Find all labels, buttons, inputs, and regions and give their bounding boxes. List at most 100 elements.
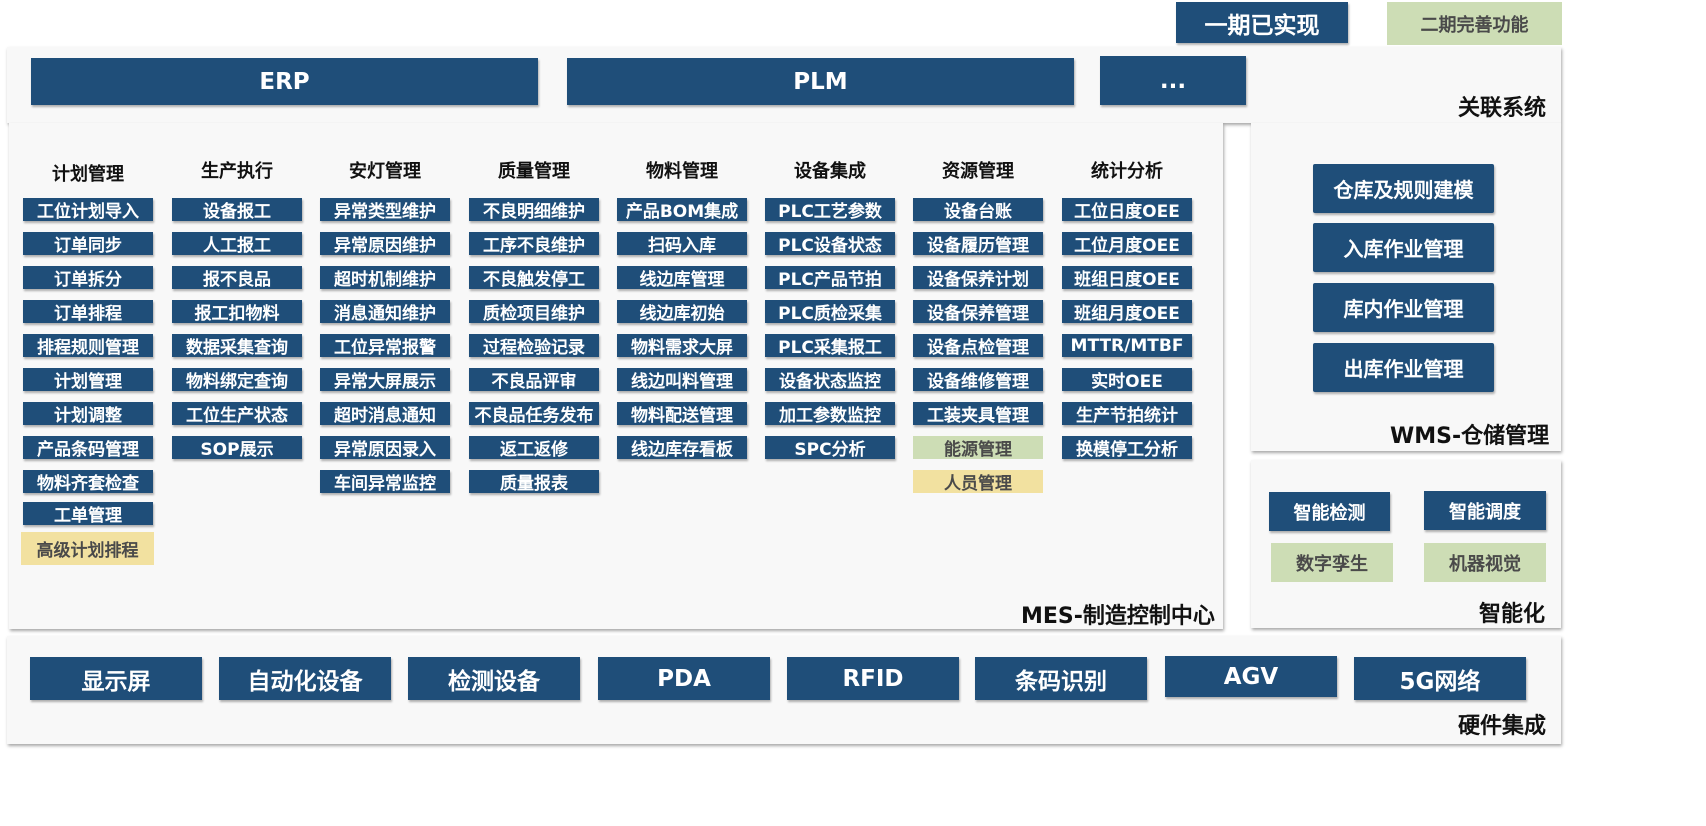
mes-item: 质检项目维护 [469, 300, 599, 323]
wms-item-modeling: 仓库及规则建模 [1313, 164, 1494, 213]
mes-item: SOP展示 [172, 436, 302, 459]
mes-item: 不良品评审 [469, 368, 599, 391]
mes-item: 超时机制维护 [320, 266, 450, 289]
mes-column-title: 计划管理 [52, 164, 124, 185]
mes-item: 设备报工 [172, 198, 302, 221]
mes-item: 工位计划导入 [23, 198, 153, 221]
mes-item: 不良明细维护 [469, 198, 599, 221]
mes-item: 人员管理 [913, 470, 1043, 493]
smart-item-detect: 智能检测 [1269, 492, 1390, 531]
legend-phase2: 二期完善功能 [1387, 2, 1562, 45]
mes-item: 工序不良维护 [469, 232, 599, 255]
mes-item: 设备保养计划 [913, 266, 1043, 289]
hardware-item: AGV [1165, 656, 1337, 697]
plm-box: PLM [567, 58, 1074, 105]
mes-item: 订单同步 [23, 232, 153, 255]
mes-column-title: 质量管理 [498, 161, 570, 182]
mes-column-title: 资源管理 [942, 161, 1014, 182]
wms-item-outbound: 出库作业管理 [1313, 343, 1494, 392]
mes-item: 数据采集查询 [172, 334, 302, 357]
wms-item-inventory: 库内作业管理 [1313, 283, 1494, 332]
mes-item: PLC质检采集 [765, 300, 895, 323]
hardware-item: 自动化设备 [219, 657, 391, 700]
mes-item: 设备履历管理 [913, 232, 1043, 255]
mes-item: 产品BOM集成 [617, 198, 747, 221]
mes-title: MES-制造控制中心 [1021, 604, 1215, 629]
mes-item: 工位异常报警 [320, 334, 450, 357]
mes-item: SPC分析 [765, 436, 895, 459]
mes-item: 设备点检管理 [913, 334, 1043, 357]
mes-item: PLC工艺参数 [765, 198, 895, 221]
mes-item: 超时消息通知 [320, 402, 450, 425]
mes-column-title: 物料管理 [646, 161, 718, 182]
mes-item: 质量报表 [469, 470, 599, 493]
mes-item: 排程规则管理 [23, 334, 153, 357]
mes-item: 计划管理 [23, 368, 153, 391]
more-systems-box: ... [1100, 56, 1246, 105]
mes-column-title: 生产执行 [201, 161, 273, 182]
mes-item: 线边叫料管理 [617, 368, 747, 391]
wms-title: WMS-仓储管理 [1390, 424, 1550, 449]
smart-title: 智能化 [1479, 602, 1546, 627]
hardware-item: PDA [598, 657, 770, 700]
mes-column-title: 设备集成 [794, 161, 866, 182]
hardware-item: 条码识别 [975, 657, 1147, 700]
legend-phase1: 一期已实现 [1176, 2, 1348, 43]
mes-item: 消息通知维护 [320, 300, 450, 323]
hardware-item: 显示屏 [30, 657, 202, 700]
mes-item: 工单管理 [23, 502, 153, 525]
smart-item-schedule: 智能调度 [1424, 491, 1546, 530]
mes-column-title: 统计分析 [1091, 161, 1163, 182]
smart-item-vision: 机器视觉 [1424, 543, 1546, 582]
mes-item: MTTR/MTBF [1062, 334, 1192, 357]
hardware-item: RFID [787, 657, 959, 700]
hardware-item: 5G网络 [1354, 657, 1526, 700]
mes-item: 物料配送管理 [617, 402, 747, 425]
mes-item: 工位生产状态 [172, 402, 302, 425]
mes-item: 物料齐套检查 [23, 470, 153, 493]
hardware-item: 检测设备 [408, 657, 580, 700]
mes-item: 工位日度OEE [1062, 198, 1192, 221]
mes-item: 报工扣物料 [172, 300, 302, 323]
mes-item: 设备状态监控 [765, 368, 895, 391]
mes-item: 异常类型维护 [320, 198, 450, 221]
mes-item: 班组月度OEE [1062, 300, 1192, 323]
smart-item-twin: 数字孪生 [1271, 543, 1393, 582]
mes-item: 订单拆分 [23, 266, 153, 289]
mes-item: 设备保养管理 [913, 300, 1043, 323]
mes-item: 扫码入库 [617, 232, 747, 255]
mes-item: 物料需求大屏 [617, 334, 747, 357]
hardware-title: 硬件集成 [1458, 714, 1547, 739]
mes-item: 设备台账 [913, 198, 1043, 221]
mes-column-title: 安灯管理 [349, 161, 421, 182]
erp-box: ERP [31, 58, 538, 105]
mes-item: 返工返修 [469, 436, 599, 459]
related-systems-title: 关联系统 [1458, 96, 1547, 121]
mes-item: 高级计划排程 [21, 532, 154, 565]
wms-item-inbound: 入库作业管理 [1313, 223, 1494, 272]
mes-item: 不良品任务发布 [469, 402, 599, 425]
mes-item: PLC产品节拍 [765, 266, 895, 289]
mes-item: 计划调整 [23, 402, 153, 425]
mes-item: 工位月度OEE [1062, 232, 1192, 255]
mes-item: PLC设备状态 [765, 232, 895, 255]
mes-item: 物料绑定查询 [172, 368, 302, 391]
mes-item: 线边库管理 [617, 266, 747, 289]
mes-item: 班组日度OEE [1062, 266, 1192, 289]
mes-item: 异常原因维护 [320, 232, 450, 255]
mes-item: 异常原因录入 [320, 436, 450, 459]
mes-item: 加工参数监控 [765, 402, 895, 425]
mes-item: 设备维修管理 [913, 368, 1043, 391]
mes-item: 产品条码管理 [23, 436, 153, 459]
mes-item: 实时OEE [1062, 368, 1192, 391]
mes-item: 能源管理 [913, 436, 1043, 459]
mes-item: 过程检验记录 [469, 334, 599, 357]
mes-item: 换模停工分析 [1062, 436, 1192, 459]
mes-item: 生产节拍统计 [1062, 402, 1192, 425]
mes-item: 工装夹具管理 [913, 402, 1043, 425]
mes-item: 不良触发停工 [469, 266, 599, 289]
mes-item: 异常大屏展示 [320, 368, 450, 391]
mes-item: 报不良品 [172, 266, 302, 289]
mes-item: 线边库初始 [617, 300, 747, 323]
mes-item: 车间异常监控 [320, 470, 450, 493]
